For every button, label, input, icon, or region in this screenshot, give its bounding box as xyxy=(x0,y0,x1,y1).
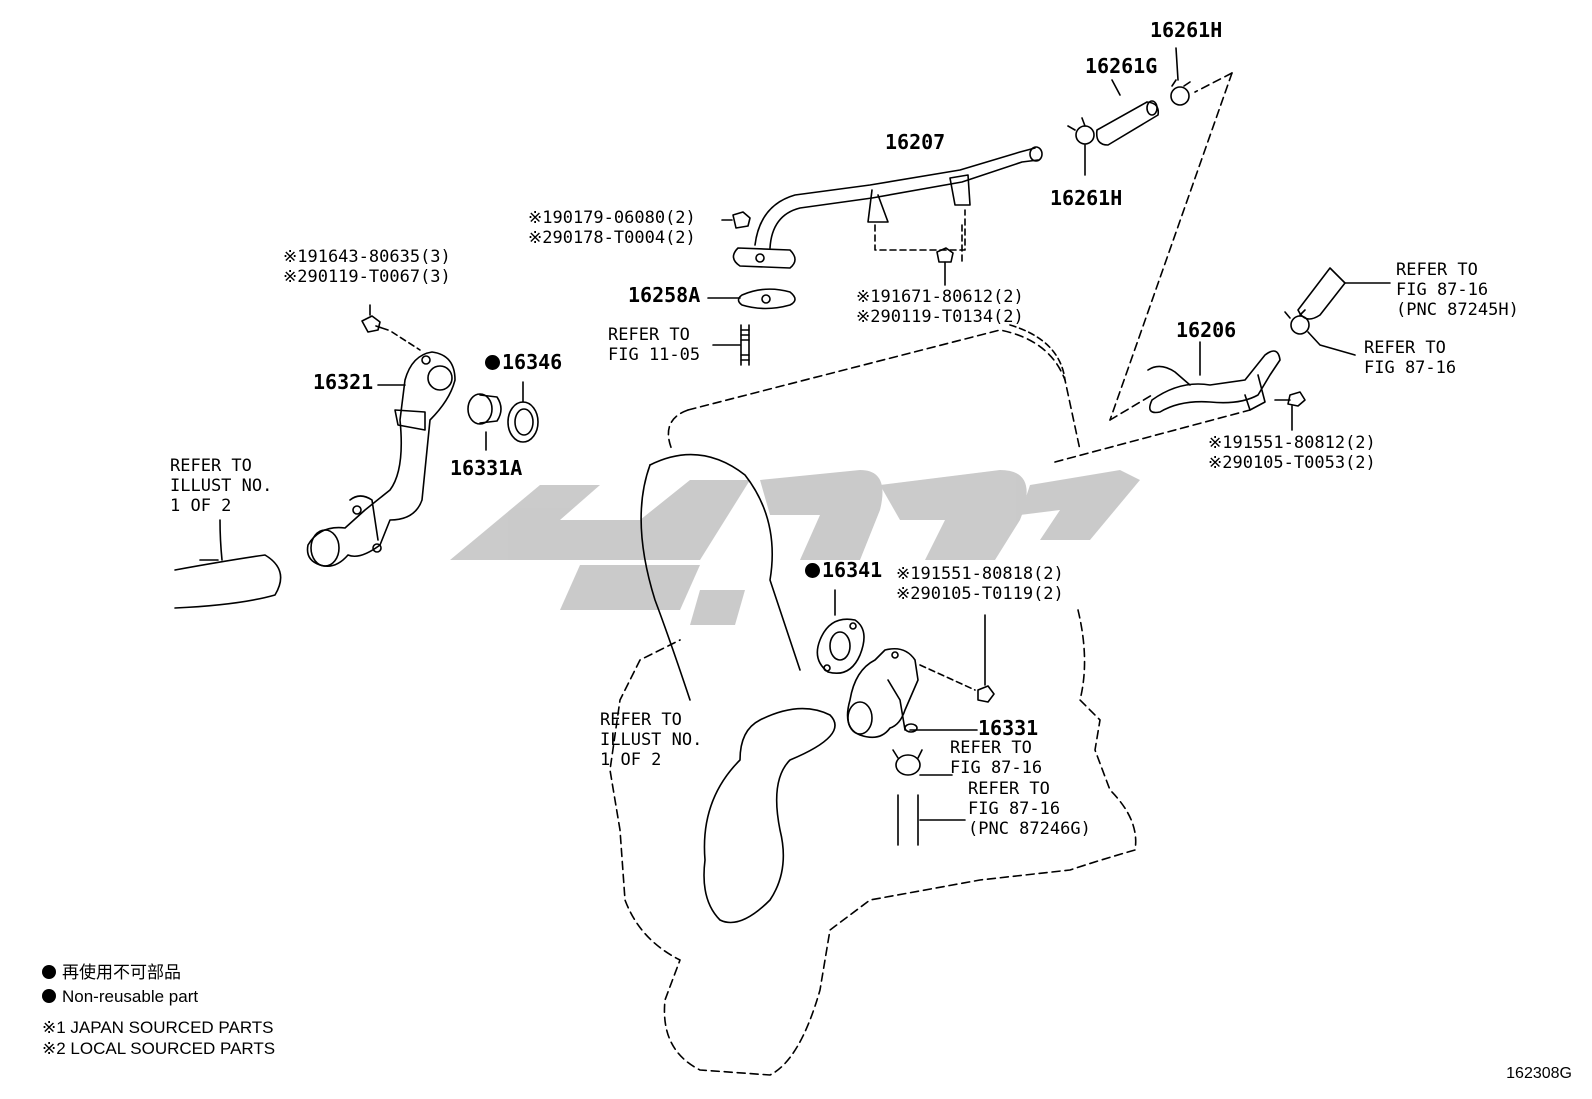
clamp-fig-87-16-right xyxy=(1284,309,1356,356)
label-refer-87-16-mid-a: REFER TO xyxy=(950,738,1032,758)
part-16261G-hose xyxy=(1095,79,1160,146)
part-16206-bypass-pipe-2 xyxy=(1147,341,1281,414)
legend-line-non-reusable: Non-reusable part xyxy=(42,986,198,1007)
part-16207-bypass-pipe xyxy=(732,146,1043,269)
bolt-191551-80818 xyxy=(919,614,995,703)
illustration-number: 162308G xyxy=(1506,1065,1572,1082)
part-16258A-gasket xyxy=(707,288,796,310)
part-16346-gasket xyxy=(507,381,539,443)
label-16346: 16346 xyxy=(485,352,562,372)
label-290105-T0053: ※290105-T0053(2) xyxy=(1208,453,1376,473)
bolt-191671 xyxy=(936,247,954,286)
label-16207: 16207 xyxy=(885,130,946,154)
label-refer-fig-11-05-a: REFER TO xyxy=(608,325,690,345)
label-191671: ※191671-80612(2) xyxy=(856,287,1024,307)
label-refer-87245H-b: FIG 87-16 xyxy=(1396,280,1489,300)
label-290178: ※290178-T0004(2) xyxy=(528,228,696,248)
watermark-logo xyxy=(450,470,1140,625)
hose-87245H xyxy=(1297,267,1391,320)
engine-hose-outline xyxy=(640,453,836,924)
bolt-191643 xyxy=(361,304,421,351)
label-191551-80812: ※191551-80812(2) xyxy=(1208,433,1376,453)
label-16331: 16331 xyxy=(978,716,1039,740)
label-refer-fig-11-05-b: FIG 11-05 xyxy=(608,345,701,365)
non-reusable-bullet xyxy=(805,563,820,578)
nut-190179 xyxy=(721,211,751,229)
legend-line-japanese: 再使用不可部品 xyxy=(42,962,181,983)
clamp-16261H-upper xyxy=(1170,47,1191,106)
legend-text-japanese: 再使用不可部品 xyxy=(62,963,181,982)
label-191551-80818: ※191551-80818(2) xyxy=(896,564,1064,584)
label-290119-T0067: ※290119-T0067(3) xyxy=(283,267,451,287)
clamp-16261H-lower xyxy=(1067,117,1095,176)
legend-line-local-sourced: ※2 LOCAL SOURCED PARTS xyxy=(42,1039,276,1058)
label-16261H-bottom: 16261H xyxy=(1050,186,1123,210)
part-16331-water-outlet xyxy=(846,647,978,739)
stud-fig-11-05 xyxy=(712,324,750,366)
label-refer-illust-mid-a: REFER TO xyxy=(600,710,682,730)
label-290119-T0134: ※290119-T0134(2) xyxy=(856,307,1024,327)
label-16331A: 16331A xyxy=(450,456,523,480)
label-refer-illust-left-c: 1 OF 2 xyxy=(170,496,232,516)
label-refer-illust-left-a: REFER TO xyxy=(170,456,252,476)
part-16321-water-inlet xyxy=(306,351,456,568)
engine-block-outline xyxy=(609,329,1137,1076)
label-refer-87-16-right-b: FIG 87-16 xyxy=(1364,358,1457,378)
leader-lines xyxy=(377,324,1066,386)
label-16258A: 16258A xyxy=(628,283,701,307)
label-290105-T0119: ※290105-T0119(2) xyxy=(896,584,1064,604)
label-191643: ※191643-80635(3) xyxy=(283,247,451,267)
hose-87246G xyxy=(897,794,966,846)
label-16206: 16206 xyxy=(1176,318,1237,342)
label-190179: ※190179-06080(2) xyxy=(528,208,696,228)
non-reusable-bullet xyxy=(485,355,500,370)
legend-line-japan-sourced: ※1 JAPAN SOURCED PARTS xyxy=(42,1018,274,1037)
label-16261H-top: 16261H xyxy=(1150,18,1223,42)
left-hose xyxy=(174,519,282,609)
label-refer-87245H-a: REFER TO xyxy=(1396,260,1478,280)
part-16331A-thermostat xyxy=(467,393,502,451)
label-refer-illust-left-b: ILLUST NO. xyxy=(170,476,273,496)
label-16341-text: 16341 xyxy=(822,558,883,582)
label-16346-text: 16346 xyxy=(502,350,563,374)
legend-bullet xyxy=(42,965,56,979)
label-refer-87246G-b: FIG 87-16 xyxy=(968,799,1061,819)
label-refer-illust-mid-b: ILLUST NO. xyxy=(600,730,703,750)
reference-triangle xyxy=(1054,72,1251,463)
clamp-fig-87-16-lower xyxy=(892,749,953,776)
label-refer-87-16-mid-b: FIG 87-16 xyxy=(950,758,1043,778)
label-refer-illust-mid-c: 1 OF 2 xyxy=(600,750,662,770)
bolt-191551-80812 xyxy=(1274,391,1306,431)
part-16341-gasket xyxy=(816,589,865,674)
label-refer-87246G-c: (PNC 87246G) xyxy=(968,819,1091,839)
label-16341: 16341 xyxy=(805,560,882,580)
label-refer-87-16-right-a: REFER TO xyxy=(1364,338,1446,358)
label-refer-87245H-c: (PNC 87245H) xyxy=(1396,300,1519,320)
legend-text-non-reusable: Non-reusable part xyxy=(62,987,199,1006)
label-16261G: 16261G xyxy=(1085,54,1158,78)
legend-bullet xyxy=(42,989,56,1003)
label-refer-87246G-a: REFER TO xyxy=(968,779,1050,799)
label-16321: 16321 xyxy=(313,370,374,394)
